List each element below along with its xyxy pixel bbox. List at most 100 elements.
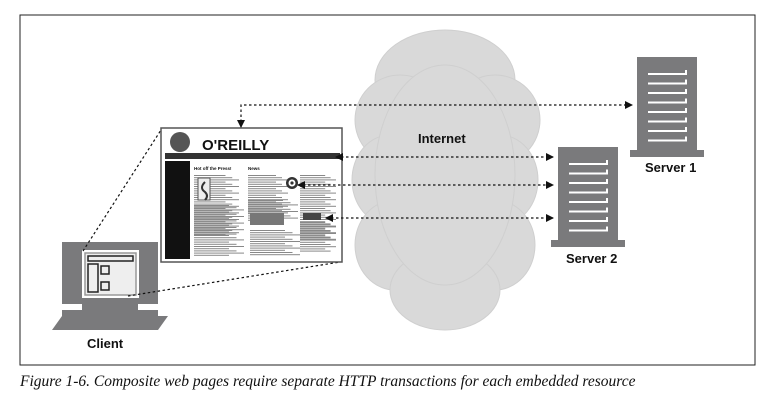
webpage-text-line bbox=[300, 190, 331, 192]
webpage-text-line bbox=[194, 234, 226, 236]
webpage-text-line bbox=[250, 238, 293, 240]
webpage-text-line bbox=[194, 207, 237, 209]
webpage-text-line bbox=[248, 177, 282, 179]
webpage-text-line bbox=[194, 213, 237, 215]
server-vent-line bbox=[569, 226, 608, 232]
webpage-text-line bbox=[300, 212, 336, 214]
arrow-to-server-1 bbox=[237, 101, 633, 128]
server-vent-line bbox=[569, 207, 608, 213]
webpage-text-line bbox=[250, 232, 293, 234]
webpage-text-line bbox=[300, 197, 331, 198]
figure-frame bbox=[19, 14, 756, 366]
webpage-text-line bbox=[194, 190, 233, 192]
webpage-text-line bbox=[194, 231, 229, 233]
webpage-text-line bbox=[248, 197, 282, 198]
server-vent-line bbox=[569, 198, 608, 203]
webpage-sidebar bbox=[165, 161, 190, 259]
webpage-text-line bbox=[248, 175, 276, 176]
webpage-text-line bbox=[194, 225, 239, 227]
webpage-text-line bbox=[194, 223, 233, 225]
server-vent-line bbox=[648, 108, 687, 113]
server-vent-line bbox=[569, 217, 608, 222]
webpage-text-line bbox=[300, 177, 331, 179]
server-vent-line bbox=[648, 136, 687, 142]
webpage-text-line bbox=[248, 204, 298, 206]
server-2-icon bbox=[551, 147, 625, 247]
webpage-headline-1: Hot off the Press! bbox=[194, 166, 232, 171]
webpage-text-line bbox=[248, 206, 283, 208]
webpage-text-line bbox=[300, 239, 336, 241]
client-label: Client bbox=[87, 336, 124, 351]
webpage-text-line bbox=[194, 209, 244, 211]
server-vent-line bbox=[569, 160, 608, 165]
server-2-label: Server 2 bbox=[566, 251, 617, 266]
webpage-text-line bbox=[300, 230, 331, 232]
webpage-text-line bbox=[248, 203, 282, 205]
webpage-text-line bbox=[300, 225, 336, 227]
server-vent-line bbox=[648, 70, 687, 75]
webpage-text-line bbox=[300, 188, 326, 190]
webpage-text-line bbox=[248, 183, 282, 185]
webpage-text-line bbox=[248, 205, 288, 207]
webpage-text-line bbox=[194, 222, 244, 224]
client-computer-icon bbox=[52, 242, 168, 330]
webpage-text-line bbox=[300, 237, 331, 239]
webpage-text-line bbox=[300, 199, 336, 201]
webpage-text-line bbox=[194, 201, 226, 203]
server-1-label: Server 1 bbox=[645, 160, 696, 175]
webpage-text-line bbox=[194, 175, 226, 176]
webpage-text-line bbox=[300, 208, 326, 209]
webpage-text-line bbox=[194, 252, 244, 254]
webpage-text-line bbox=[248, 200, 283, 201]
webpage-text-line bbox=[250, 234, 300, 236]
webpage-text-line bbox=[194, 214, 226, 216]
webpage-text-line bbox=[194, 205, 229, 206]
webpage-headline-2: News bbox=[248, 166, 260, 171]
webpage-text-line bbox=[248, 186, 288, 187]
webpage-text-line bbox=[300, 223, 331, 225]
webpage-text-line bbox=[300, 222, 326, 223]
webpage-text-line bbox=[194, 183, 233, 185]
webpage-text-line bbox=[194, 233, 237, 235]
webpage-text-line bbox=[248, 181, 276, 183]
webpage-text-line bbox=[194, 254, 229, 256]
webpage-text-line bbox=[194, 241, 229, 243]
webpage-text-line bbox=[300, 192, 336, 194]
webpage-text-line bbox=[250, 249, 285, 251]
server-vent-line bbox=[569, 169, 608, 175]
webpage-text-line bbox=[194, 218, 229, 220]
webpage-text-line bbox=[300, 234, 326, 236]
webpage-text-line bbox=[194, 235, 229, 236]
webpage-text-line bbox=[194, 227, 237, 228]
webpage-text-line bbox=[300, 194, 326, 196]
webpage-book-image bbox=[197, 177, 211, 201]
server-vent-line bbox=[648, 127, 687, 132]
webpage-text-line bbox=[194, 192, 239, 194]
webpage-text-line bbox=[194, 250, 237, 252]
webpage-text-line bbox=[194, 220, 237, 222]
projection-line-top bbox=[82, 129, 162, 252]
webpage-text-line bbox=[300, 238, 336, 240]
webpage-text-line bbox=[300, 244, 331, 245]
webpage-text-line bbox=[300, 235, 326, 237]
webpage-logo: O'REILLY bbox=[202, 137, 269, 154]
webpage-text-line bbox=[194, 179, 239, 181]
webpage-text-line bbox=[194, 186, 239, 187]
webpage-text-line bbox=[250, 252, 293, 253]
internet-cloud bbox=[351, 29, 541, 331]
server-vent-line bbox=[648, 79, 687, 85]
webpage-text-line bbox=[248, 202, 291, 204]
webpage-text-line bbox=[300, 230, 331, 231]
webpage-text-line bbox=[300, 186, 336, 187]
webpage-text-line bbox=[300, 248, 326, 250]
webpage-text-line bbox=[194, 229, 244, 231]
webpage-text-line bbox=[194, 216, 233, 218]
projection-line-bottom bbox=[127, 261, 341, 297]
webpage-text-line bbox=[250, 254, 300, 256]
webpage-text-line bbox=[248, 190, 282, 192]
webpage-text-line bbox=[300, 246, 336, 248]
webpage-text-line bbox=[248, 188, 276, 190]
composite-webpage: O'REILLY Hot off the Press! News bbox=[160, 127, 343, 263]
webpage-text-line bbox=[194, 177, 233, 179]
webpage-text-line bbox=[300, 201, 326, 203]
